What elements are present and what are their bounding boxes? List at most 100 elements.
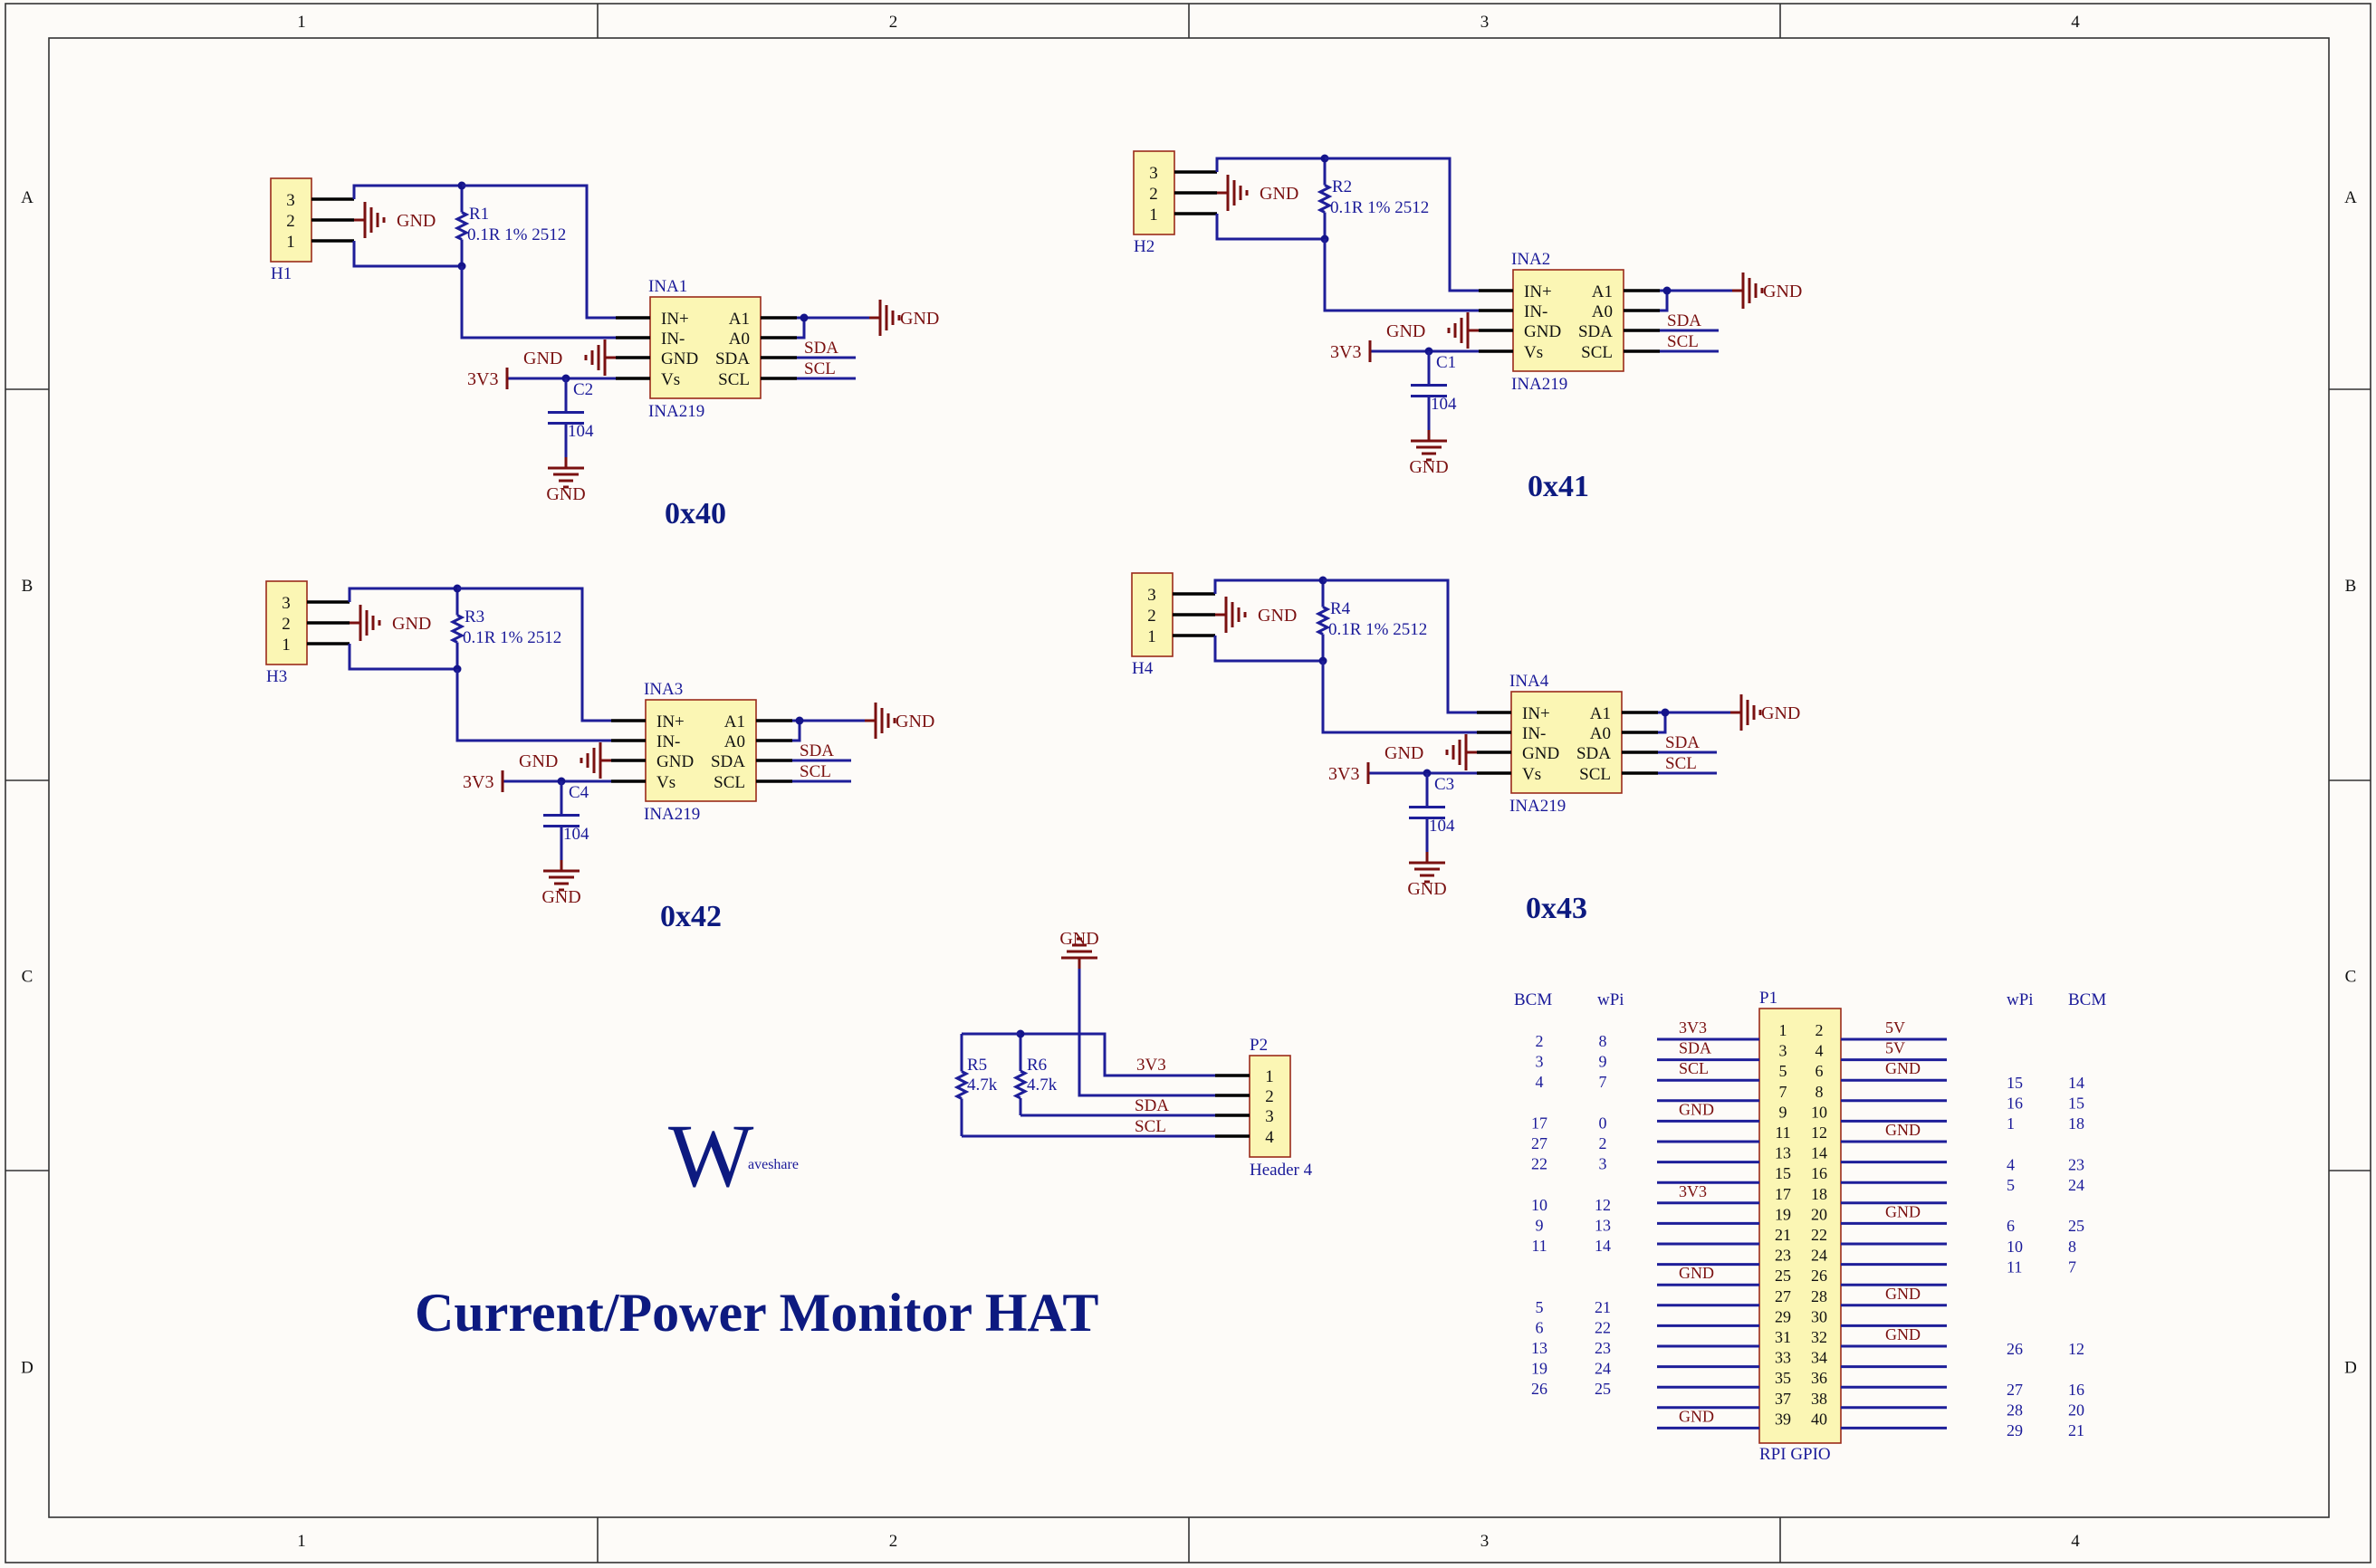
bcm-number: 25	[2068, 1217, 2084, 1235]
gpio-pin-number: 8	[1816, 1083, 1824, 1101]
zone-row-label: A	[2344, 188, 2357, 207]
ground-symbol	[1217, 175, 1249, 211]
wpi-number: 29	[2007, 1421, 2023, 1439]
gpio-pin-number: 4	[1816, 1042, 1824, 1060]
power-label-3v3: 3V3	[1330, 342, 1361, 362]
header-pin-number: 2	[1147, 607, 1156, 626]
ground-symbol	[1061, 937, 1097, 969]
net-label-sda: SDA	[804, 339, 838, 358]
bcm-number: 13	[1531, 1339, 1547, 1357]
gpio-pin-number: 25	[1775, 1267, 1791, 1285]
ic-pin-name: IN+	[661, 310, 689, 329]
bcm-number: 14	[2068, 1074, 2084, 1092]
zone-column-label: 4	[2071, 13, 2080, 32]
wpi-number: 15	[2007, 1074, 2023, 1092]
gpio-net-label: SCL	[1679, 1059, 1709, 1077]
gpio-pin-number: 22	[1811, 1226, 1827, 1244]
capacitor-symbol	[548, 378, 584, 457]
wire-sense-low	[1215, 214, 1325, 241]
ic-pin-name: IN+	[1524, 282, 1552, 301]
ground-label: GND	[1258, 606, 1297, 626]
wpi-number: 0	[1599, 1114, 1607, 1132]
gpio-net-label: GND	[1679, 1100, 1714, 1118]
bcm-number: 5	[1536, 1298, 1544, 1316]
resistor-zigzag	[1315, 606, 1331, 636]
zone-row-label: C	[22, 968, 34, 987]
ina219-body	[645, 699, 757, 802]
zone-column-label: 3	[1480, 13, 1490, 32]
ground-label: GND	[1059, 929, 1098, 949]
gpio-pin-number: 32	[1811, 1328, 1827, 1346]
resistor-value: 0.1R 1% 2512	[1328, 620, 1427, 639]
gpio-pin-number: 28	[1811, 1287, 1827, 1305]
ground-label: GND	[523, 349, 562, 368]
ic-pin-name: Vs	[1522, 765, 1541, 784]
ground-label: GND	[1763, 282, 1802, 301]
gpio-pin-number: 40	[1811, 1410, 1827, 1428]
zone-column-label: 2	[889, 1532, 898, 1551]
bcm-number: 3	[1536, 1053, 1544, 1071]
resistor-designator: R3	[465, 607, 484, 626]
gpio-pin-number: 23	[1775, 1247, 1791, 1265]
resistor-zigzag	[449, 614, 465, 644]
resistor-symbol	[449, 588, 465, 669]
ic-pin-name: A1	[729, 310, 750, 329]
bcm-number: 7	[2068, 1257, 2076, 1276]
ina219-body	[1512, 269, 1624, 372]
ic-pin-name: SCL	[714, 773, 745, 792]
wpi-number: 16	[2007, 1095, 2023, 1113]
wire-gnd	[1078, 969, 1215, 1097]
wire-sense-high	[1215, 157, 1325, 172]
bcm-number: 17	[1531, 1114, 1547, 1132]
ground-symbol	[1411, 430, 1447, 462]
bcm-number: 16	[2068, 1381, 2084, 1399]
ic-pin-name: A1	[1592, 282, 1613, 301]
ground-symbol	[543, 860, 580, 892]
zone-row-label: D	[21, 1359, 34, 1378]
gpio-header-body	[1758, 1008, 1842, 1444]
ground-symbol	[1409, 852, 1445, 884]
resistor-symbol	[454, 186, 470, 266]
terminal-header-body	[270, 177, 312, 263]
wpi-number: 22	[1595, 1318, 1611, 1336]
junction-dot	[795, 716, 804, 725]
ic-pin-name: GND	[1524, 322, 1561, 341]
ground-symbol	[1447, 312, 1479, 349]
bcm-number: 26	[1531, 1380, 1547, 1398]
ground-label: GND	[519, 751, 558, 771]
net-label-scl: SCL	[804, 359, 836, 378]
resistor-zigzag	[1317, 184, 1333, 214]
net-label-scl: SCL	[1135, 1117, 1166, 1136]
header-pin-number: 1	[282, 636, 291, 655]
resistor-symbol	[1012, 1054, 1029, 1115]
sheet-title: Current/Power Monitor HAT	[415, 1283, 1098, 1343]
ground-symbol	[350, 605, 381, 641]
column-header-bcm: BCM	[1514, 990, 1552, 1009]
wpi-number: 26	[2007, 1340, 2023, 1358]
wpi-number: 8	[1599, 1032, 1607, 1050]
wire-a0	[797, 318, 806, 339]
ground-symbol	[584, 339, 616, 376]
header-pin-number: 2	[1149, 185, 1158, 204]
bcm-number: 21	[2068, 1421, 2084, 1439]
capacitor-symbol	[543, 781, 580, 860]
gpio-pin-number: 11	[1775, 1123, 1790, 1142]
wpi-number: 25	[1595, 1380, 1611, 1398]
header-pin-number: 1	[1265, 1067, 1274, 1086]
header-pin-number: 2	[1265, 1087, 1274, 1106]
net-label-scl: SCL	[1667, 332, 1699, 351]
junction-dot	[800, 313, 809, 322]
bcm-number: 18	[2068, 1114, 2084, 1133]
bcm-number: 12	[2068, 1340, 2084, 1358]
wpi-number: 13	[1595, 1216, 1611, 1234]
ic-pin-name: Vs	[1524, 343, 1543, 362]
ic-part-number: INA219	[1509, 797, 1566, 816]
header-pin-number: 3	[1147, 586, 1156, 605]
i2c-address-label: 0x42	[660, 900, 722, 933]
ic-pin-name: IN-	[656, 732, 680, 751]
gpio-pin-number: 2	[1816, 1021, 1824, 1039]
gpio-net-label: GND	[1885, 1121, 1921, 1139]
wpi-number: 4	[2007, 1155, 2015, 1173]
zone-column-label: 1	[297, 13, 306, 32]
